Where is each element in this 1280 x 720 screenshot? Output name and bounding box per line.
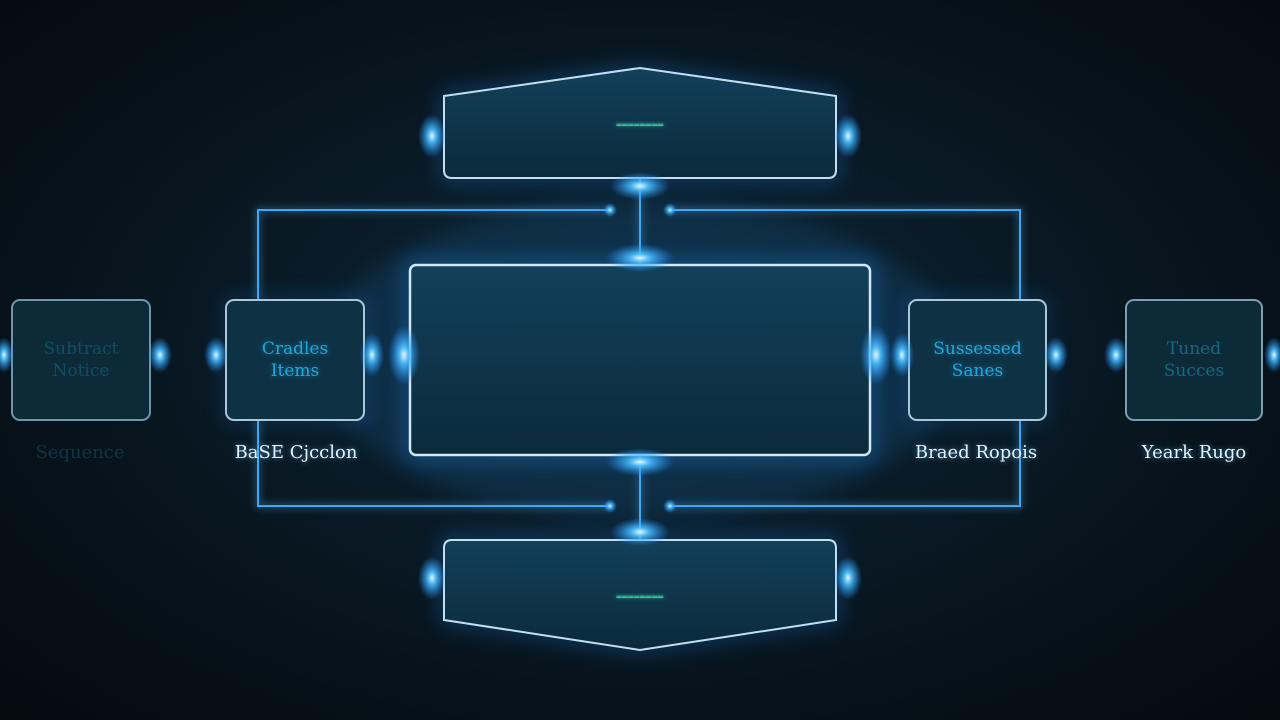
far-left-node-label: Subtract Notice [12,338,150,382]
top-node-tag: ════════ [616,121,664,131]
junction-flares [0,114,1280,600]
bottom-node-tag: ════════ [616,593,664,603]
left-node-label: Cradles Items [226,338,364,382]
far-right-node-label: Tuned Succes [1126,338,1262,382]
far-right-node-line-1: Tuned [1166,339,1222,359]
right-node-caption: Braed Ropois [914,442,1038,463]
right-node-line-2: Sanes [951,361,1004,381]
left-node-line-1: Cradles [261,339,329,359]
far-left-node-line-1: Subtract [43,339,119,359]
center-node [405,260,875,460]
top-node [440,63,840,182]
far-left-node-caption: Sequence [35,442,125,463]
far-right-node-line-2: Succes [1163,361,1225,381]
right-node-label: Sussessed Sanes [909,338,1046,382]
left-node-line-2: Items [270,361,320,381]
right-node-line-1: Sussessed [933,339,1022,359]
far-right-node-caption: Yeark Rugo [1141,442,1247,463]
far-left-node-line-2: Notice [52,361,110,381]
left-node-caption: BaSE Cjcclon [234,442,358,463]
bottom-node [440,536,840,655]
